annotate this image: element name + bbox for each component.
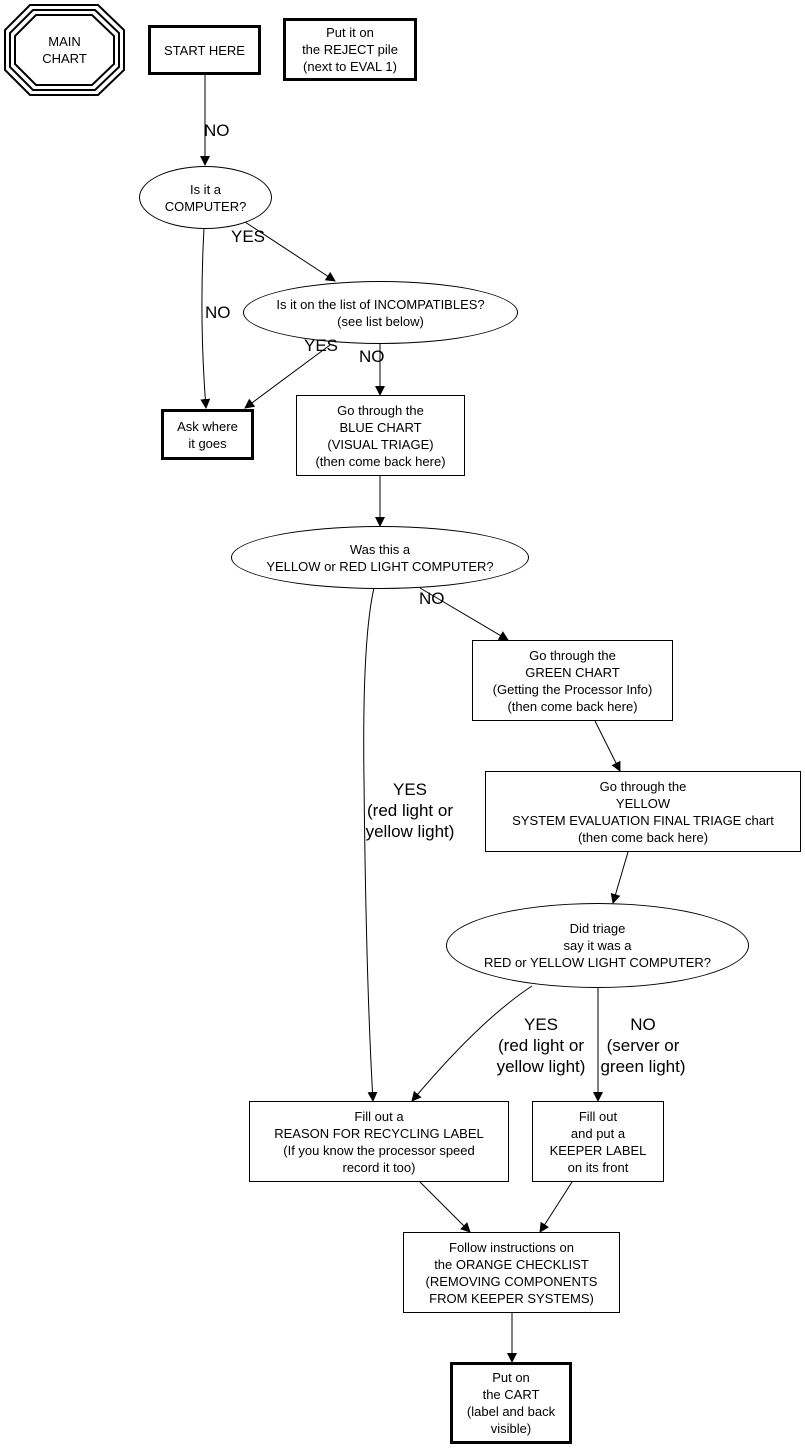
node-line: REASON FOR RECYCLING LABEL [274,1125,484,1141]
edge-label-text: (red light or [498,1036,584,1055]
edge-label-text: NO [359,347,385,366]
is-computer-decision[interactable]: Is it a COMPUTER? [139,166,272,229]
main-chart-node: MAIN CHART [15,15,114,85]
node-line: CHART [42,51,87,66]
node-line: and put a [570,1125,626,1141]
node-line: SYSTEM EVALUATION FINAL TRIAGE chart [512,812,774,828]
edge-label-incompat-no: NO [359,346,385,367]
edge-label-incompat-yes: YES [304,335,338,356]
edge-yellowred-to-recycling [363,587,378,1102]
reject-pile-node[interactable]: Put it on the REJECT pile (next to EVAL … [283,18,417,81]
node-line: FROM KEEPER SYSTEMS) [429,1290,594,1306]
node-line: record it too) [342,1159,416,1175]
edge-keeper-to-orange [539,1181,573,1233]
node-line: RED or YELLOW LIGHT COMPUTER? [483,955,712,970]
ask-where-node[interactable]: Ask where it goes [161,409,254,460]
node-line: YELLOW or RED LIGHT COMPUTER? [266,558,494,574]
edge-label-text: YES [231,227,266,246]
node-line: Put it on [326,25,374,40]
green-chart-node[interactable]: Go through the GREEN CHART (Getting the … [472,640,673,721]
node-line: Ask where [177,418,238,434]
edge-label-text: (server or [606,1036,680,1055]
edge-label-computer-yes: YES [231,226,265,247]
yellow-chart-node[interactable]: Go through the YELLOW SYSTEM EVALUATION … [485,771,801,852]
edge-incompatibles-to-ask [244,344,331,409]
blue-chart-node[interactable]: Go through the BLUE CHART (VISUAL TRIAGE… [296,395,465,476]
edge-label-text: NO [630,1015,656,1034]
edge-recycling-to-orange [419,1181,471,1233]
incompatibles-decision[interactable]: Is it on the list of INCOMPATIBLES? (see… [243,281,518,344]
node-line: the REJECT pile [302,42,398,57]
cart-node[interactable]: Put on the CART (label and back visible) [450,1362,572,1444]
yellow-red-decision[interactable]: Was this a YELLOW or RED LIGHT COMPUTER? [231,526,529,589]
node-line: GREEN CHART [525,664,620,680]
edge-computer-to-ask [200,227,211,409]
edge-computer-to-incompatibles [244,221,336,282]
edge-label-triage-no: NO (server or green light) [597,1014,689,1077]
edge-label-text: YES [523,1015,559,1034]
node-line: Is it a [189,181,222,197]
node-line: the ORANGE CHECKLIST [434,1256,589,1272]
node-line: the CART [482,1387,540,1402]
edge-green-to-yellow [594,720,621,772]
node-line: COMPUTER? [164,198,247,214]
edge-label-yellowred-no: NO [419,588,445,609]
node-line: MAIN [48,34,81,49]
edge-label-text: YES [304,336,339,355]
node-line: BLUE CHART [339,419,422,435]
node-line: Follow instructions on [449,1239,574,1255]
edge-label-text: NO [419,589,445,608]
node-line: Go through the [599,778,687,794]
node-line: (label and back [466,1404,556,1419]
edge-label-text: NO [205,303,231,322]
edge-label-triage-yes: YES (red light or yellow light) [493,1014,589,1077]
edge-label-start-no: NO [204,120,230,141]
node-line: Go through the [337,402,424,418]
node-line: Fill out [578,1108,618,1124]
node-line: YELLOW [615,795,671,811]
edge-yellowred-to-green [419,587,509,641]
node-line: (then come back here) [577,829,709,845]
node-line: Go through the [529,647,616,663]
node-line: say it was a [563,938,632,953]
node-line: KEEPER LABEL [549,1142,647,1158]
triage-decision[interactable]: Did triage say it was a RED or YELLOW LI… [446,903,749,988]
node-line: Put on [492,1370,530,1385]
node-line: Did triage [569,921,626,936]
node-line: Was this a [349,541,411,557]
node-line: (If you know the processor speed [283,1142,475,1158]
node-line: (then come back here) [507,698,638,714]
edge-label-computer-no: NO [205,302,231,323]
node-line: Is it on the list of INCOMPATIBLES? [276,296,485,312]
main-chart-octagon [4,4,125,96]
recycling-label-node[interactable]: Fill out a REASON FOR RECYCLING LABEL (I… [249,1101,509,1182]
node-line: (next to EVAL 1) [303,59,397,74]
edge-label-text: green light) [600,1057,686,1076]
orange-checklist-node[interactable]: Follow instructions on the ORANGE CHECKL… [403,1232,620,1313]
node-line: on its front [567,1159,629,1175]
edge-label-yellowred-yes: YES (red light or yellow light) [362,779,458,842]
node-line: (VISUAL TRIAGE) [327,436,434,452]
edge-label-text: yellow light) [365,822,455,841]
node-line: START HERE [164,42,245,58]
edge-label-text: NO [204,121,230,140]
edge-label-text: (red light or [367,801,453,820]
node-line: visible) [490,1421,532,1436]
start-here-node[interactable]: START HERE [148,25,261,75]
node-line: (see list below) [337,313,424,329]
edge-label-text: YES [392,780,428,799]
node-line: it goes [188,435,227,451]
node-line: (REMOVING COMPONENTS [425,1273,598,1289]
node-line: (then come back here) [315,453,446,469]
keeper-label-node[interactable]: Fill out and put a KEEPER LABEL on its f… [532,1101,664,1182]
node-line: Fill out a [354,1108,404,1124]
node-line: (Getting the Processor Info) [492,681,653,697]
edge-triage-to-recycling [411,985,533,1102]
edge-yellow-to-triage [610,851,629,904]
edge-label-text: yellow light) [496,1057,586,1076]
